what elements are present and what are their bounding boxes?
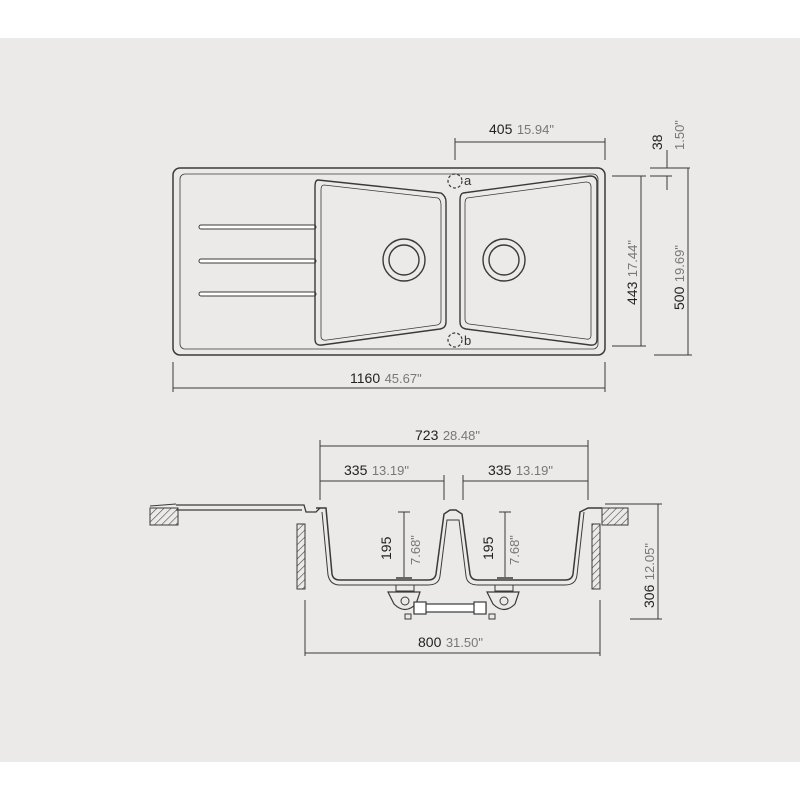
front-view: 723 28.48" 335 13.19" 335 13.19" [149, 427, 662, 656]
right-drain-inner [488, 244, 520, 276]
left-drain-inner [388, 244, 420, 276]
svg-text:800 31.50": 800 31.50" [418, 634, 483, 651]
svg-text:38: 38 [649, 134, 665, 150]
dim-bowl-right: 335 13.19" [462, 462, 588, 500]
svg-text:195: 195 [378, 536, 394, 560]
svg-text:335 13.19": 335 13.19" [344, 462, 409, 479]
svg-text:1.50": 1.50" [672, 120, 687, 150]
left-bowl [314, 179, 447, 346]
drain-fitting-right [486, 584, 520, 611]
svg-text:7.68": 7.68" [507, 535, 522, 565]
svg-text:723 28.48": 723 28.48" [415, 427, 480, 444]
svg-text:195: 195 [480, 536, 496, 560]
countertop-left [149, 507, 179, 526]
drainboard-ribs [198, 224, 317, 297]
sink-inner-outline [179, 173, 599, 350]
tap-hole-b-label: b [464, 333, 471, 348]
svg-text:335 13.19": 335 13.19" [488, 462, 553, 479]
dim-depth-right: 195 7.68" [480, 511, 522, 579]
cabinet-wall-left [296, 523, 306, 590]
tap-hole-a-label: a [464, 173, 472, 188]
tap-hole-b-icon [447, 332, 463, 348]
dim-depth-left: 195 7.68" [378, 511, 423, 579]
bowl-profile-inner [321, 511, 585, 586]
svg-text:7.68": 7.68" [408, 535, 423, 565]
connecting-pipe [404, 601, 496, 620]
tap-hole-a-icon [447, 173, 463, 189]
dim-bowls-total: 723 28.48" [319, 427, 589, 500]
svg-text:443 17.44": 443 17.44" [624, 240, 641, 305]
cabinet-wall-right [591, 523, 601, 590]
countertop-right [601, 507, 629, 526]
dim-rim: 38 1.50" [649, 120, 690, 190]
left-drain-outer [382, 238, 426, 282]
dim-cabinet-width: 800 31.50" [304, 600, 601, 656]
svg-text:405 15.94": 405 15.94" [489, 121, 554, 138]
drainboard-profile [176, 504, 321, 513]
svg-text:306 12.05": 306 12.05" [641, 543, 658, 608]
dim-overall-width: 1160 45.67" [172, 362, 606, 392]
sink-outline [172, 167, 606, 356]
dim-overall-depth: 500 19.69" [654, 168, 692, 356]
dim-inner-depth: 443 17.44" [612, 175, 646, 347]
svg-text:1160 45.67": 1160 45.67" [350, 370, 422, 387]
svg-text:500 19.69": 500 19.69" [671, 245, 688, 310]
right-bowl [459, 175, 598, 346]
dim-total-height: 306 12.05" [605, 503, 662, 620]
top-view: a b 405 15.94" 1160 45.67" 443 17.44" [172, 120, 692, 392]
dim-bowl-left: 335 13.19" [320, 462, 445, 500]
right-drain-outer [482, 238, 526, 282]
dim-bowl-offset: 405 15.94" [454, 121, 606, 160]
bowl-profile-outer [316, 507, 602, 581]
